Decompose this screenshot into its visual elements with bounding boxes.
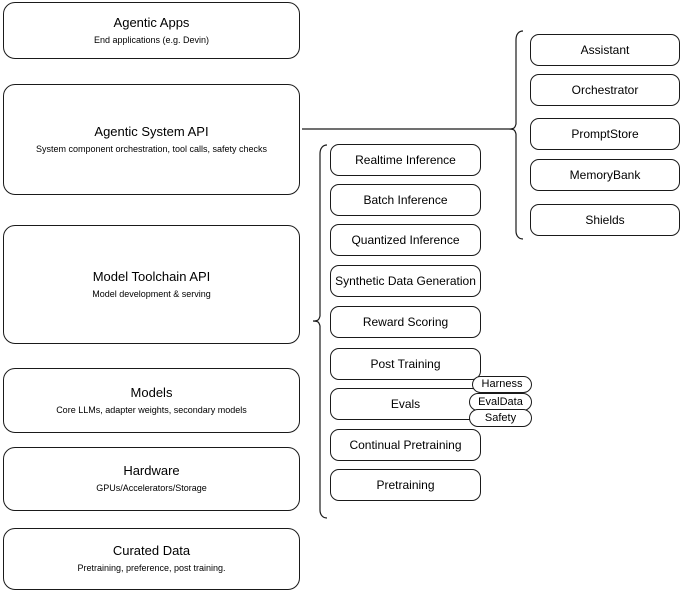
layer-title: Agentic Apps: [113, 14, 190, 30]
eval-pill-label: EvalData: [478, 395, 523, 408]
eval-pill-safety[interactable]: Safety: [469, 409, 532, 427]
agentic-box-label: Assistant: [580, 42, 630, 57]
layer-box-curated-data[interactable]: Curated Data Pretraining, preference, po…: [3, 528, 300, 590]
layer-title: Hardware: [123, 463, 180, 478]
toolchain-box-label: Quantized Inference: [351, 232, 460, 247]
toolchain-box-label: Reward Scoring: [362, 314, 449, 329]
toolchain-box-reward-scoring[interactable]: Reward Scoring: [330, 306, 481, 338]
toolchain-box-label: Realtime Inference: [355, 152, 456, 167]
agentic-components-brace: [508, 30, 524, 240]
toolchain-box-continual-pretraining[interactable]: Continual Pretraining: [330, 429, 481, 461]
agentic-box-shields[interactable]: Shields: [530, 204, 680, 236]
layer-box-models[interactable]: Models Core LLMs, adapter weights, secon…: [3, 368, 300, 433]
agentic-box-label: MemoryBank: [569, 167, 641, 182]
layer-subtitle: GPUs/Accelerators/Storage: [96, 483, 207, 493]
eval-pill-label: Safety: [484, 411, 517, 424]
toolchain-box-pretraining[interactable]: Pretraining: [330, 469, 481, 501]
toolchain-box-label: Pretraining: [376, 477, 435, 492]
agentic-box-orchestrator[interactable]: Orchestrator: [530, 74, 680, 106]
layer-title: Curated Data: [112, 543, 191, 558]
layer-title: Model Toolchain API: [92, 268, 211, 284]
toolchain-box-label: Post Training: [370, 356, 441, 371]
toolchain-box-batch-inference[interactable]: Batch Inference: [330, 184, 481, 216]
eval-pill-label: Harness: [481, 378, 523, 390]
layer-box-model-toolchain-api[interactable]: Model Toolchain API Model development & …: [3, 225, 300, 344]
layer-box-hardware[interactable]: Hardware GPUs/Accelerators/Storage: [3, 447, 300, 511]
layer-title: Agentic System API: [94, 123, 209, 139]
layer-subtitle: Pretraining, preference, post training.: [77, 563, 226, 573]
toolchain-box-evals[interactable]: Evals: [330, 388, 481, 420]
layer-box-agentic-system-api[interactable]: Agentic System API System component orch…: [3, 84, 300, 195]
layer-subtitle: Model development & serving: [92, 288, 211, 299]
layer-box-agentic-apps[interactable]: Agentic Apps End applications (e.g. Devi…: [3, 2, 300, 59]
agentic-box-assistant[interactable]: Assistant: [530, 34, 680, 66]
layer-subtitle: End applications (e.g. Devin): [93, 34, 210, 45]
agentic-box-label: Orchestrator: [571, 82, 639, 97]
toolchain-box-post-training[interactable]: Post Training: [330, 348, 481, 380]
toolchain-box-synthetic-data-generation[interactable]: Synthetic Data Generation: [330, 265, 481, 297]
layer-subtitle: System component orchestration, tool cal…: [35, 143, 268, 154]
agentic-box-memorybank[interactable]: MemoryBank: [530, 159, 680, 191]
toolchain-box-label: Synthetic Data Generation: [335, 273, 476, 288]
agentic-box-label: PromptStore: [571, 126, 639, 141]
toolchain-box-quantized-inference[interactable]: Quantized Inference: [330, 224, 481, 256]
layer-subtitle: Core LLMs, adapter weights, secondary mo…: [56, 404, 247, 415]
toolchain-box-label: Continual Pretraining: [349, 437, 462, 452]
agentic-box-promptstore[interactable]: PromptStore: [530, 118, 680, 150]
model-toolchain-components-brace: [312, 144, 328, 519]
eval-pill-harness[interactable]: Harness: [472, 376, 532, 393]
agentic-box-label: Shields: [585, 212, 625, 227]
toolchain-box-label: Evals: [390, 396, 421, 411]
toolchain-box-label: Batch Inference: [363, 192, 448, 207]
layer-title: Models: [130, 384, 173, 400]
toolchain-box-realtime-inference[interactable]: Realtime Inference: [330, 144, 481, 176]
